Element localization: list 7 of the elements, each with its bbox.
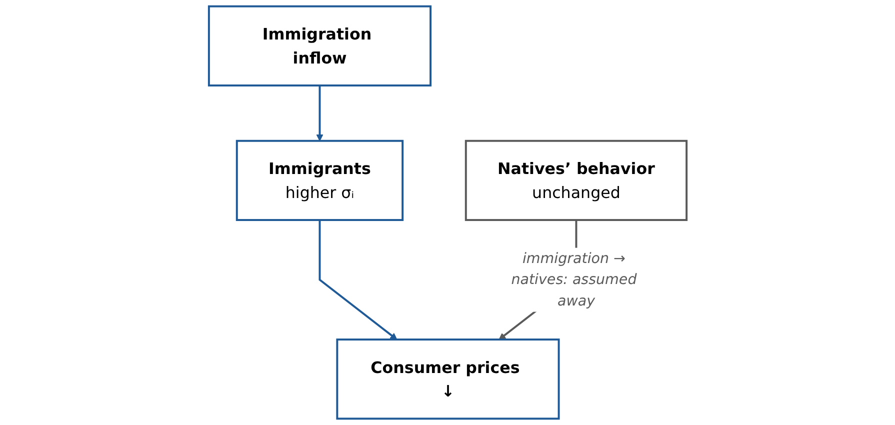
node-box: Immigrants higher σᵢ	[236, 140, 404, 222]
node-box: Immigration inflow	[208, 5, 432, 86]
arrow	[318, 220, 397, 340]
arrow	[316, 85, 323, 142]
node-box: Consumer prices ↓	[336, 338, 560, 420]
node-box: Natives’ behavior unchanged	[464, 140, 688, 222]
edge-label: immigration → natives: assumed away	[510, 250, 636, 310]
